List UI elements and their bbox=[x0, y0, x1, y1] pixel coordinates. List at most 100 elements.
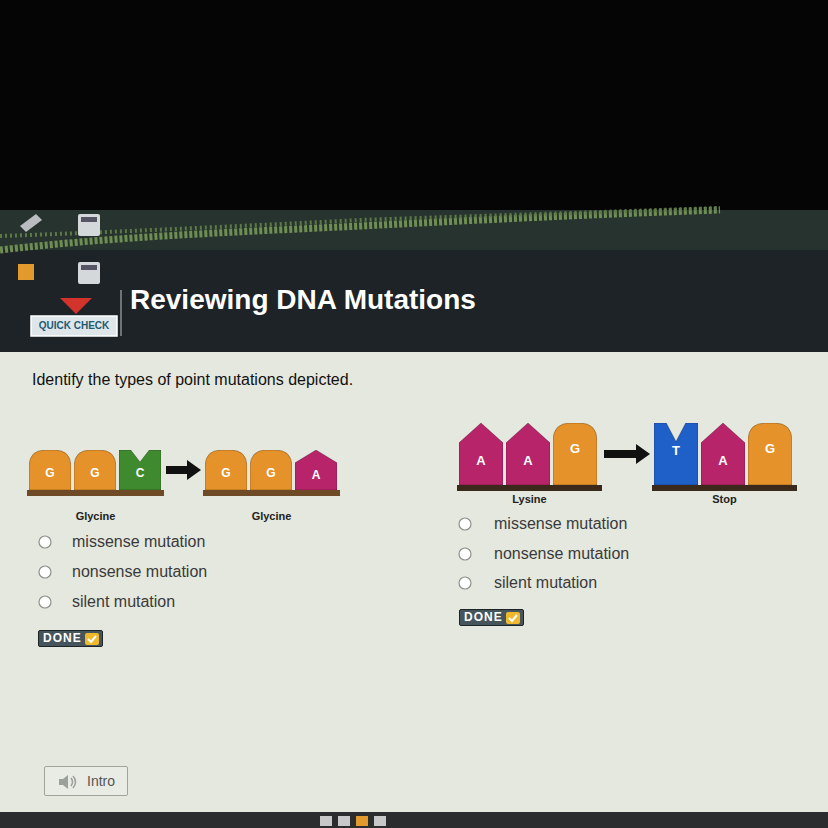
nucleotide-shape bbox=[748, 423, 792, 485]
pencil-icon bbox=[20, 214, 42, 232]
nucleotide-block: A bbox=[295, 450, 337, 490]
content-panel bbox=[0, 352, 828, 812]
nucleotide-shape bbox=[250, 450, 292, 490]
intro-button: Intro bbox=[44, 766, 128, 796]
base-letter: C bbox=[119, 466, 161, 480]
codon-group: GlycineGGC bbox=[27, 450, 164, 496]
base-letter: G bbox=[250, 466, 292, 480]
nucleotide-shape bbox=[553, 423, 597, 485]
nucleotide-block: C bbox=[119, 450, 161, 490]
base-letter: G bbox=[205, 466, 247, 480]
quick-check-logo bbox=[31, 316, 117, 336]
base-letter: G bbox=[553, 441, 597, 456]
base-letter: A bbox=[701, 453, 745, 468]
radio-button bbox=[39, 566, 51, 578]
nav-square bbox=[374, 816, 386, 826]
mutation-arrow bbox=[166, 466, 187, 474]
nav-square bbox=[320, 816, 332, 826]
mutation-arrow bbox=[604, 450, 636, 458]
nucleotide-shape bbox=[654, 423, 698, 485]
nucleotide-block: G bbox=[205, 450, 247, 490]
codon-group: StopTAG bbox=[652, 423, 797, 491]
nucleotide-shape bbox=[119, 450, 161, 490]
done-button: DONE bbox=[459, 609, 524, 626]
nucleotide-block: G bbox=[748, 423, 792, 485]
page-title: Reviewing DNA Mutations bbox=[130, 284, 476, 316]
radio-button bbox=[39, 596, 51, 608]
done-button: DONE bbox=[38, 630, 103, 647]
codon-group: LysineAAG bbox=[457, 423, 602, 491]
codon-bar bbox=[203, 490, 340, 496]
nucleotide-shape bbox=[29, 450, 71, 490]
amino-acid-label: Glycine bbox=[173, 510, 370, 522]
base-letter: A bbox=[295, 468, 337, 482]
status-square bbox=[18, 264, 34, 280]
base-letter: A bbox=[459, 453, 503, 468]
answer-option: silent mutation bbox=[72, 593, 175, 611]
dna-strand bbox=[0, 210, 720, 250]
button-label: DONE bbox=[464, 611, 503, 624]
logo-text: QUICK CHECK bbox=[31, 320, 117, 331]
codon-bar bbox=[27, 490, 164, 496]
nucleotide-shape bbox=[74, 450, 116, 490]
nucleotide-block: G bbox=[250, 450, 292, 490]
nucleotide-block: T bbox=[654, 423, 698, 485]
speaker-icon bbox=[59, 775, 68, 789]
speaker-icon bbox=[57, 773, 79, 791]
amino-acid-label: Glycine bbox=[0, 510, 194, 522]
dna-strand bbox=[0, 208, 720, 236]
nucleotide-block: A bbox=[459, 423, 503, 485]
base-letter: G bbox=[29, 466, 71, 480]
check-icon bbox=[506, 612, 520, 624]
nucleotide-block: A bbox=[701, 423, 745, 485]
calculator-icon bbox=[78, 214, 100, 236]
radio-button bbox=[459, 518, 471, 530]
radio-button bbox=[39, 536, 51, 548]
header-band bbox=[0, 210, 828, 250]
answer-option: nonsense mutation bbox=[72, 563, 207, 581]
check-icon bbox=[509, 615, 517, 621]
nav-strip bbox=[0, 812, 828, 828]
nucleotide-block: G bbox=[553, 423, 597, 485]
answer-option: nonsense mutation bbox=[494, 545, 629, 563]
check-icon bbox=[85, 633, 99, 645]
radio-button bbox=[459, 577, 471, 589]
codon-bar bbox=[652, 485, 797, 491]
codon-bar bbox=[457, 485, 602, 491]
radio-button bbox=[459, 548, 471, 560]
nucleotide-shape bbox=[205, 450, 247, 490]
nucleotide-block: A bbox=[506, 423, 550, 485]
codon-group: GlycineGGA bbox=[203, 450, 340, 496]
check-icon bbox=[506, 612, 520, 624]
button-label: DONE bbox=[43, 632, 82, 645]
base-letter: G bbox=[748, 441, 792, 456]
nav-square bbox=[356, 816, 368, 826]
dark-surround bbox=[0, 0, 828, 210]
amino-acid-label: Lysine bbox=[427, 493, 632, 505]
nucleotide-shape bbox=[459, 423, 503, 485]
calculator-icon bbox=[78, 262, 100, 284]
base-letter: A bbox=[506, 453, 550, 468]
base-letter: G bbox=[74, 466, 116, 480]
nucleotide-shape bbox=[295, 450, 337, 490]
calculator-icon bbox=[81, 265, 97, 270]
calculator-icon bbox=[81, 217, 97, 222]
nucleotide-block: G bbox=[74, 450, 116, 490]
header-divider bbox=[120, 290, 122, 336]
answer-option: missense mutation bbox=[494, 515, 627, 533]
answer-option: silent mutation bbox=[494, 574, 597, 592]
button-label: Intro bbox=[87, 773, 115, 789]
header-bar bbox=[0, 210, 828, 352]
nucleotide-shape bbox=[701, 423, 745, 485]
quick-check-logo bbox=[60, 298, 92, 314]
check-icon bbox=[85, 633, 99, 645]
nav-square bbox=[338, 816, 350, 826]
nucleotide-shape bbox=[506, 423, 550, 485]
base-letter: T bbox=[654, 443, 698, 458]
question-prompt: Identify the types of point mutations de… bbox=[32, 371, 353, 389]
speaker-icon bbox=[71, 776, 76, 788]
answer-option: missense mutation bbox=[72, 533, 205, 551]
